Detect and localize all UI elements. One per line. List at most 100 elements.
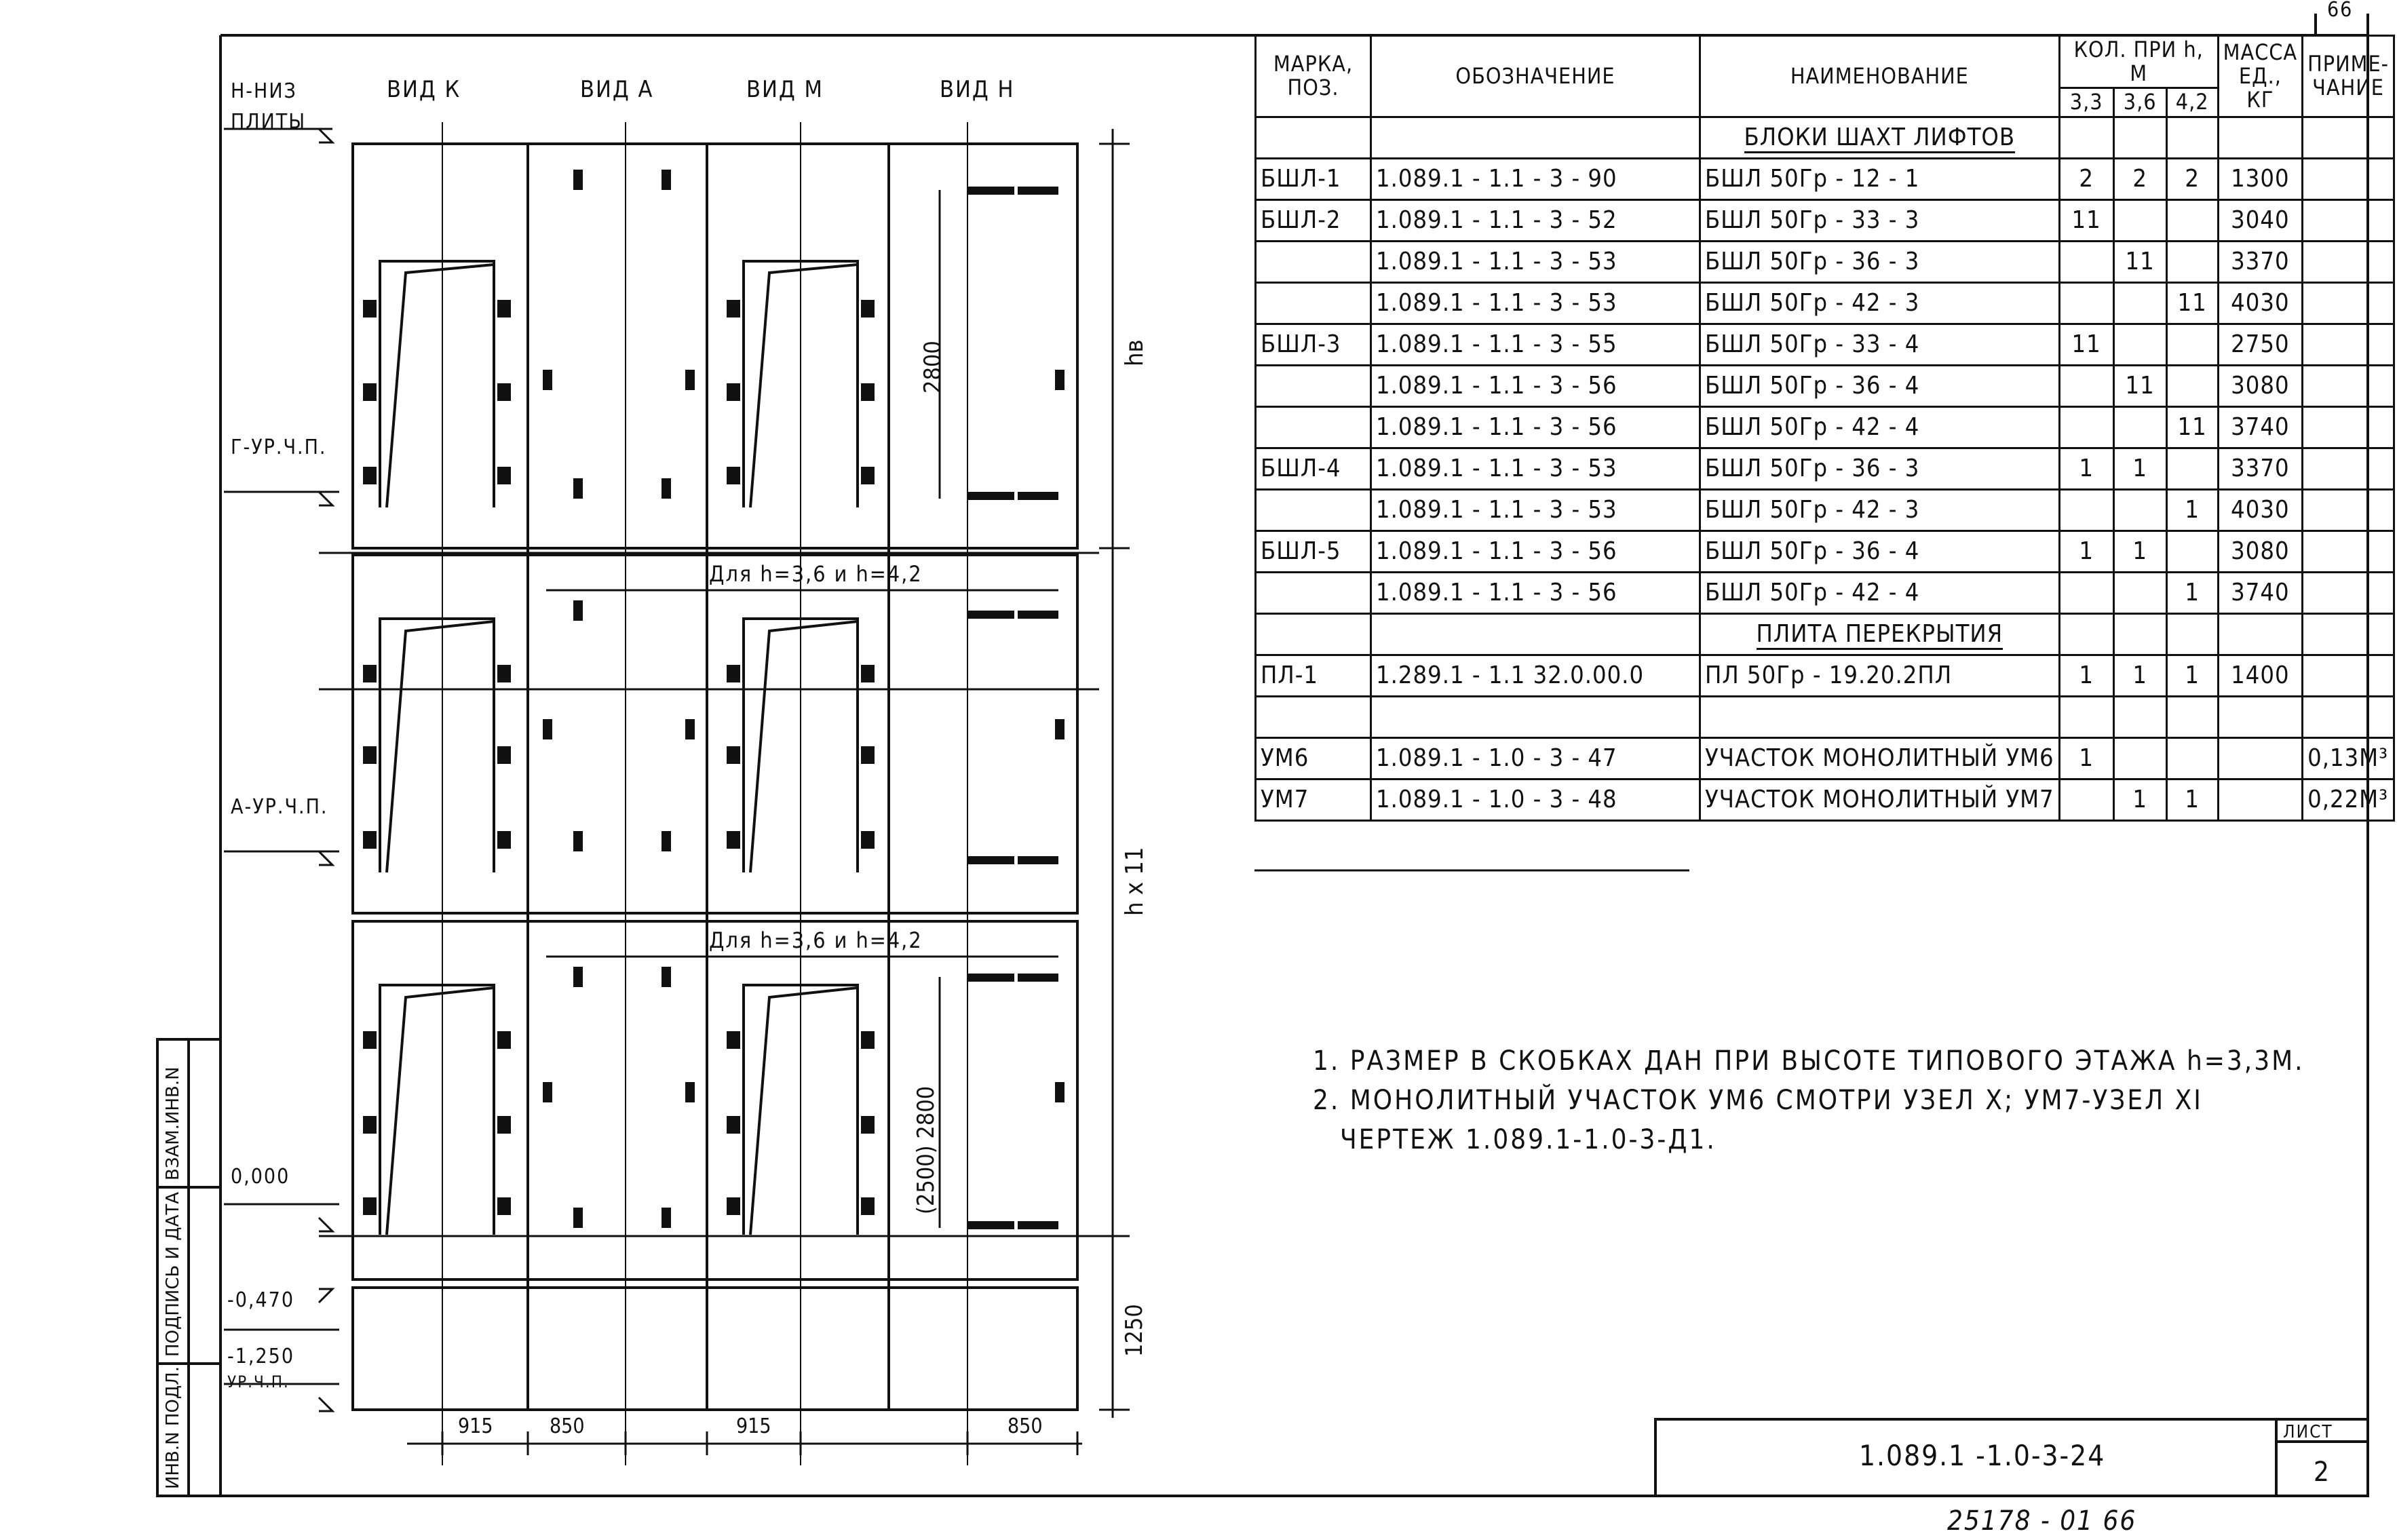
cell-name: БШЛ 50Гр - 42 - 4 [1699, 571, 2060, 615]
cell-designation: 1.089.1 - 1.1 - 3 - 56 [1370, 364, 1701, 408]
plan-note-floor2: Для h=3,6 и h=4,2 [709, 561, 923, 587]
view-title-k: ВИД К [387, 76, 461, 103]
cell-designation: 1.289.1 - 1.1 32.0.00.0 [1370, 653, 1701, 697]
header-mass: МАССА ЕД., КГ [2217, 35, 2304, 118]
cell-designation: 1.089.1 - 1.0 - 3 - 48 [1370, 777, 1701, 822]
cell-note: 0,13М³ [2301, 736, 2396, 780]
cell-designation: 1.089.1 - 1.0 - 3 - 47 [1370, 736, 1701, 780]
cell-name: БШЛ 50Гр - 36 - 3 [1699, 446, 2060, 490]
specification-table: МАРКА, ПОЗ. ОБОЗНАЧЕНИЕ НАИМЕНОВАНИЕ КОЛ… [1254, 34, 2396, 822]
cell-mass: 4030 [2217, 281, 2304, 325]
cell-mass: 3040 [2217, 198, 2304, 242]
cell-qty-36 [2112, 736, 2168, 780]
cell-note [2301, 198, 2396, 242]
cell-note [2301, 281, 2396, 325]
view-title-n: ВИД Н [940, 76, 1015, 103]
cell-qty-33 [2058, 364, 2115, 408]
cell-qty-36: 11 [2112, 239, 2168, 284]
cell-qty-42 [2165, 446, 2219, 490]
cell-mass: 3080 [2217, 529, 2304, 573]
cell-name: БШЛ 50Гр - 36 - 3 [1699, 239, 2060, 284]
cell-qty-42 [2165, 198, 2219, 242]
cell-qty-33: 1 [2058, 529, 2115, 573]
spec-spacer-row [1254, 695, 2396, 739]
level-ur-label: УР.Ч.П. [227, 1372, 290, 1391]
cell-qty-42: 1 [2165, 571, 2219, 615]
header-name: НАИМЕНОВАНИЕ [1699, 35, 2060, 118]
cell-mark [1254, 281, 1372, 325]
level-zero-label: 0,000 [231, 1165, 290, 1189]
cell-qty-36 [2112, 322, 2168, 366]
cell-qty-33: 1 [2058, 736, 2115, 780]
general-notes: 1. РАЗМЕР В СКОБКАХ ДАН ПРИ ВЫСОТЕ ТИПОВ… [1313, 1041, 2305, 1159]
cell-mass: 3370 [2217, 446, 2304, 490]
dim-hx11: h x 11 [1121, 847, 1149, 916]
dim-bottom-915a: 915 [458, 1414, 493, 1438]
cell-name: БШЛ 50Гр - 42 - 3 [1699, 281, 2060, 325]
cell-note [2301, 653, 2396, 697]
cell-mark: БШЛ-5 [1254, 529, 1372, 573]
cell-mass [2217, 736, 2304, 780]
cell-note [2301, 157, 2396, 201]
cell-qty-42: 1 [2165, 777, 2219, 822]
note-2: 2. МОНОЛИТНЫЙ УЧАСТОК УМ6 СМОТРИ УЗЕЛ X;… [1313, 1085, 2203, 1116]
cell-qty-33 [2058, 239, 2115, 284]
cell-name: БШЛ 50Гр - 36 - 4 [1699, 364, 2060, 408]
header-note: ПРИМЕ- ЧАНИЕ [2301, 35, 2396, 118]
archive-number: 25178 - 01 66 [1947, 1505, 2137, 1537]
section-lift-blocks: БЛОКИ ШАХТ ЛИФТОВ [1744, 123, 2016, 154]
header-qty: КОЛ. ПРИ h, М [2058, 34, 2219, 90]
dim-2500-2800: (2500) 2800 [913, 1085, 940, 1214]
cell-note [2301, 571, 2396, 615]
cell-note [2301, 364, 2396, 408]
cell-qty-36: 1 [2112, 653, 2168, 697]
cell-qty-42 [2165, 736, 2219, 780]
cell-mark: БШЛ-1 [1254, 157, 1372, 201]
cell-mass: 3740 [2217, 405, 2304, 449]
cell-qty-42 [2165, 529, 2219, 573]
cell-note [2301, 239, 2396, 284]
cell-qty-42: 11 [2165, 405, 2219, 449]
cell-designation: 1.089.1 - 1.1 - 3 - 53 [1370, 446, 1701, 490]
cell-designation: 1.089.1 - 1.1 - 3 - 52 [1370, 198, 1701, 242]
cell-qty-33: 1 [2058, 446, 2115, 490]
cell-qty-33 [2058, 571, 2115, 615]
cell-note [2301, 446, 2396, 490]
plate-label: ПЛИТЫ [231, 110, 307, 134]
cell-name: УЧАСТОК МОНОЛИТНЫЙ УМ6 [1699, 736, 2060, 780]
cell-mass: 4030 [2217, 488, 2304, 532]
cell-mark: УМ7 [1254, 777, 1372, 822]
cell-qty-33 [2058, 405, 2115, 449]
dim-bottom-915b: 915 [736, 1414, 771, 1438]
level-a-label: А-УР.Ч.П. [231, 795, 328, 819]
drawing-code: 1.089.1 -1.0-3-24 [1859, 1439, 2106, 1472]
cell-mark [1254, 405, 1372, 449]
cell-designation: 1.089.1 - 1.1 - 3 - 53 [1370, 488, 1701, 532]
cell-name: БШЛ 50Гр - 42 - 4 [1699, 405, 2060, 449]
note-1: 1. РАЗМЕР В СКОБКАХ ДАН ПРИ ВЫСОТЕ ТИПОВ… [1313, 1045, 2305, 1077]
cell-mark: БШЛ-2 [1254, 198, 1372, 242]
cell-name: ПЛ 50Гр - 19.20.2ПЛ [1699, 653, 2060, 697]
cell-note: 0,22М³ [2301, 777, 2396, 822]
cell-qty-42 [2165, 239, 2219, 284]
cell-note [2301, 488, 2396, 532]
cell-qty-42: 1 [2165, 653, 2219, 697]
cell-qty-33 [2058, 281, 2115, 325]
level-minus-1250-label: -1,250 [227, 1345, 294, 1368]
cell-qty-36: 1 [2112, 777, 2168, 822]
dim-bottom-850a: 850 [550, 1414, 585, 1438]
stamp-signature-label: ПОДПИСЬ И ДАТА [163, 1191, 183, 1357]
stamp-inv-label: ИНВ.N ПОДЛ. [163, 1366, 183, 1489]
stamp-replace-label: ВЗАМ.ИНВ.N [163, 1066, 183, 1180]
cell-qty-36 [2112, 405, 2168, 449]
page-number-fragment: 66 [2327, 0, 2354, 22]
cell-name: БШЛ 50Гр - 36 - 4 [1699, 529, 2060, 573]
cell-mass: 3080 [2217, 364, 2304, 408]
cell-mass: 2750 [2217, 322, 2304, 366]
